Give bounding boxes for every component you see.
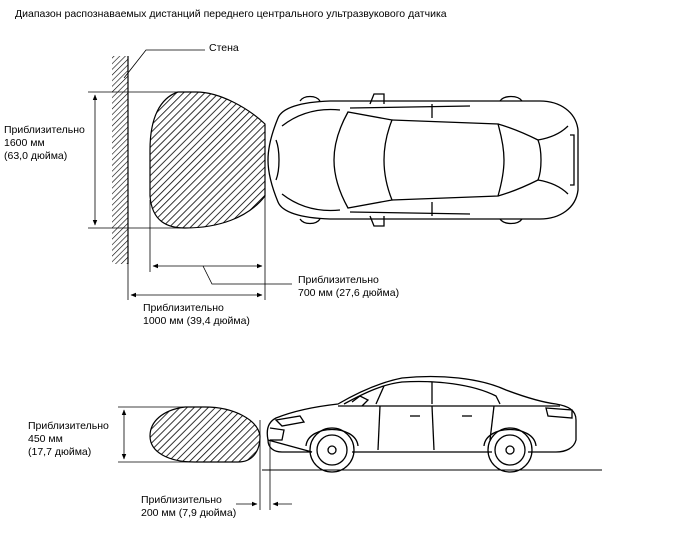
label-1000-line2: 1000 мм (39,4 дюйма) bbox=[143, 315, 250, 327]
label-200-line2: 200 мм (7,9 дюйма) bbox=[141, 507, 237, 519]
dimension-1600 bbox=[88, 91, 186, 229]
label-450-line3: (17,7 дюйма) bbox=[28, 446, 92, 458]
dimension-700 bbox=[149, 196, 292, 300]
wall bbox=[112, 56, 129, 264]
dimension-200 bbox=[236, 420, 292, 510]
wall-label: Стена bbox=[209, 42, 239, 54]
label-450-line2: 450 мм bbox=[28, 433, 63, 445]
label-1600-line2: 1600 мм bbox=[4, 137, 45, 149]
label-1600-line3: (63,0 дюйма) bbox=[4, 150, 68, 162]
dimension-1000 bbox=[127, 264, 263, 300]
detection-zone-side bbox=[149, 406, 261, 463]
label-700-line2: 700 мм (27,6 дюйма) bbox=[298, 287, 400, 299]
label-200-line1: Приблизительно bbox=[141, 494, 222, 506]
detection-zone-top bbox=[149, 91, 266, 229]
wall-leader bbox=[123, 49, 205, 79]
label-1600-line1: Приблизительно bbox=[4, 124, 85, 136]
dimension-450 bbox=[118, 406, 200, 463]
label-1000-line1: Приблизительно bbox=[143, 302, 224, 314]
label-450-line1: Приблизительно bbox=[28, 420, 109, 432]
car-side-view bbox=[266, 375, 577, 473]
car-top-view bbox=[267, 93, 579, 227]
diagram-title: Диапазон распознаваемых дистанций передн… bbox=[15, 8, 447, 20]
label-700-line1: Приблизительно bbox=[298, 274, 379, 286]
